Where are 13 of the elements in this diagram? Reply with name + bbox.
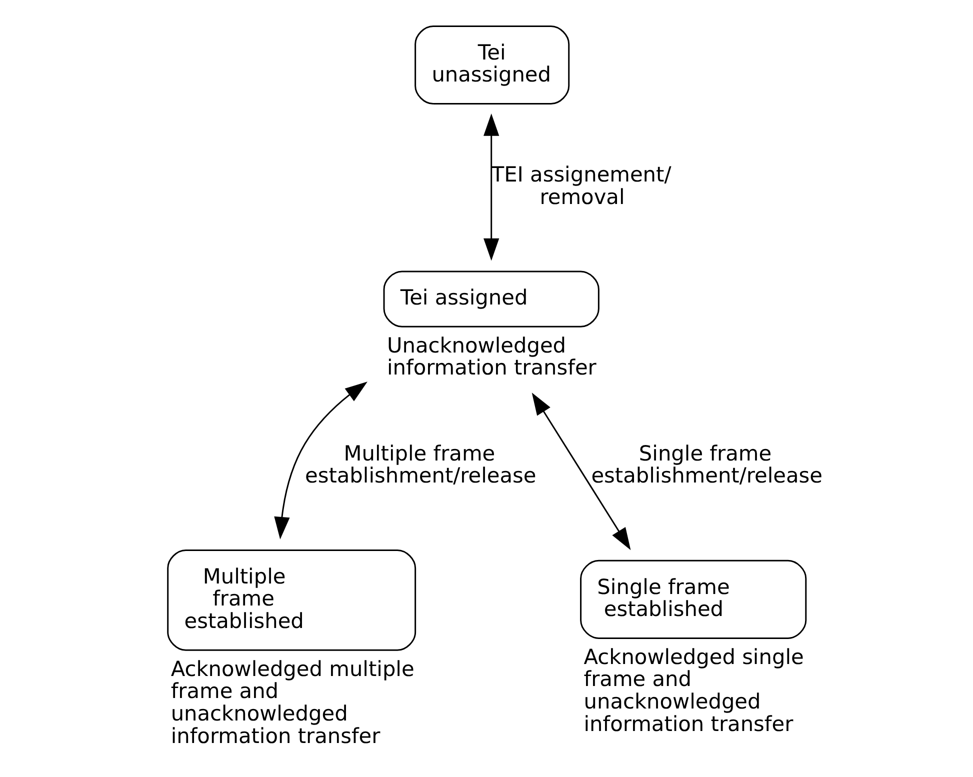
arrow — [484, 114, 500, 261]
arrow — [532, 392, 631, 550]
node-box: Multiple frame established — [167, 550, 416, 651]
node-label: Acknowledged multiple frame and unacknowledged information transfer — [170, 656, 414, 748]
node-label: Unacknowledged information transfer — [386, 333, 596, 380]
node-box: Single frame established — [580, 560, 807, 639]
arrow — [274, 382, 368, 540]
edge-label: Single frame establishment/release — [591, 441, 822, 488]
node-box: Tei unassigned — [414, 26, 570, 104]
edge-label: Multiple frame establishment/release — [305, 441, 536, 488]
edge-label: TEI assignement/ removal — [491, 162, 672, 209]
node-label: Acknowledged single frame and unacknowledged information transfer — [584, 644, 804, 736]
node-box: Tei assigned — [383, 270, 600, 328]
